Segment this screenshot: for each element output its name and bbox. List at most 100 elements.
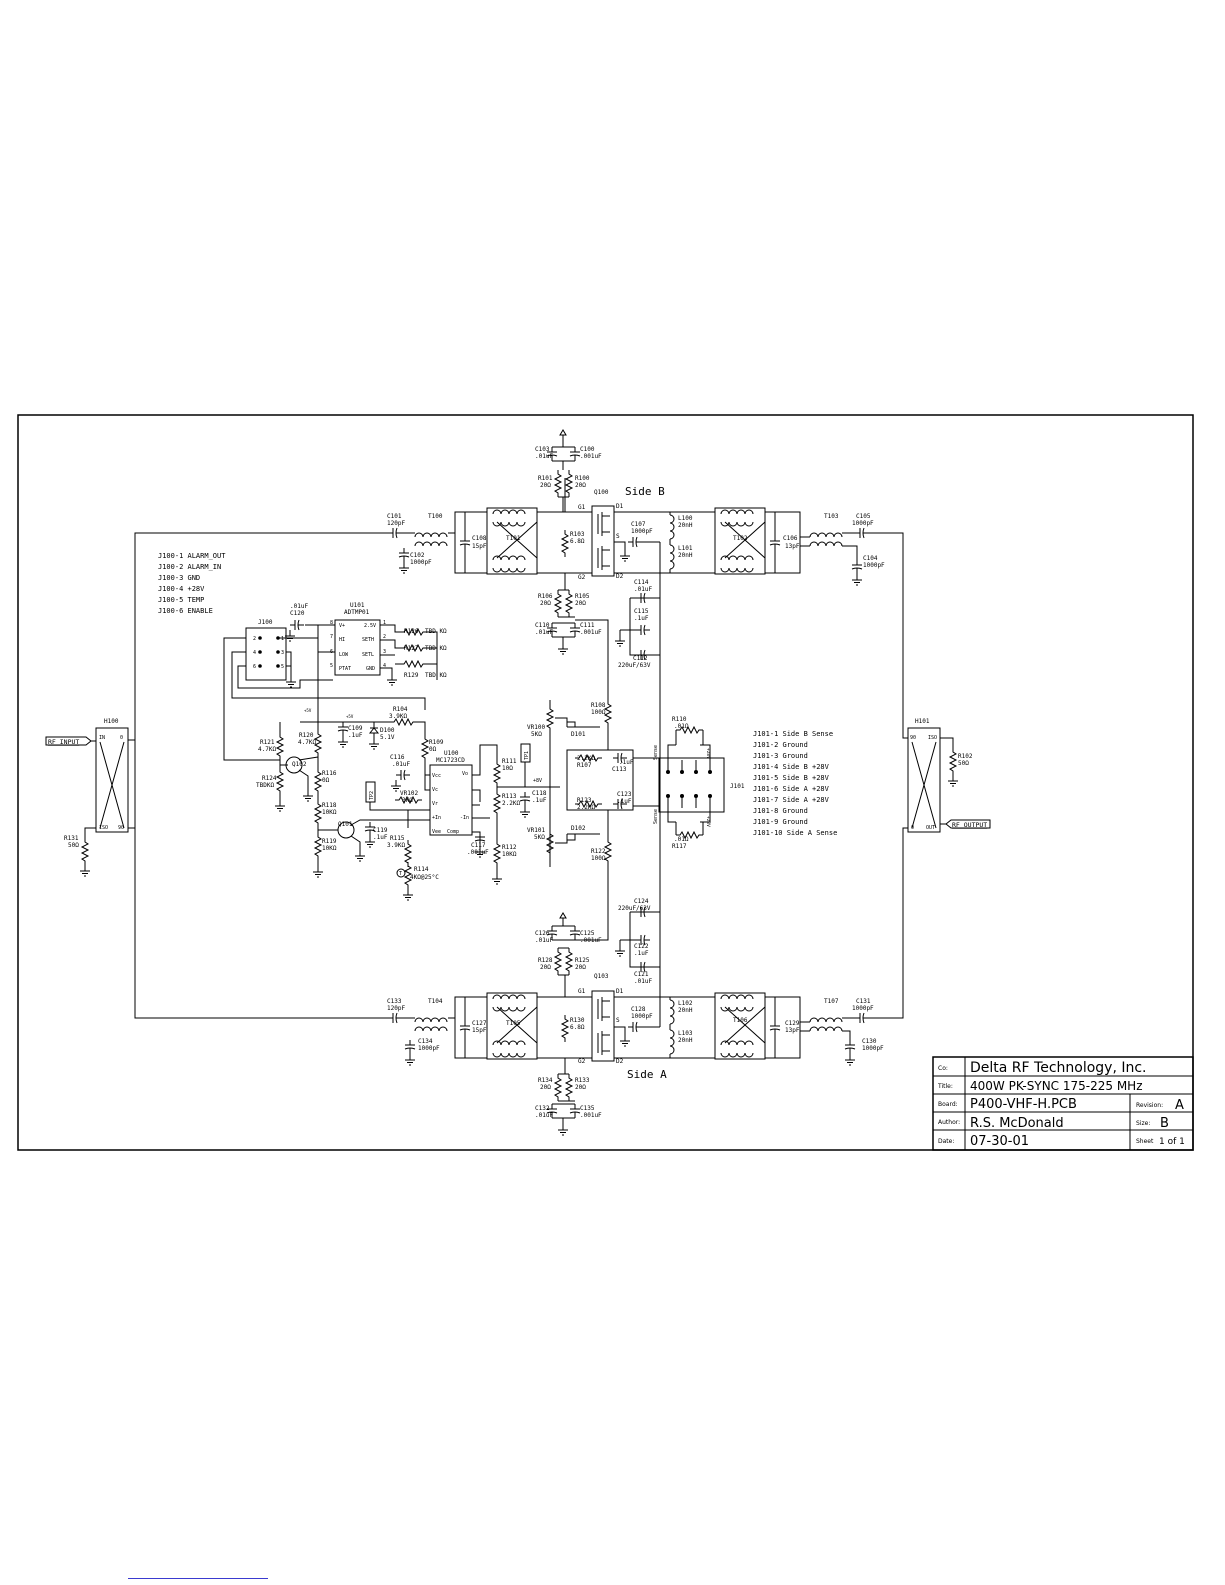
label-hybrids-h100-pin_in: IN [99,735,105,741]
label-bias-c119-1: .1uF [373,834,388,841]
tb-author-label: Author: [938,1119,960,1126]
label-bias-u101_pin_nums-7: 4 [383,663,386,669]
c135-ref: C135 [580,1105,595,1112]
c115-ref: C115 [634,608,649,615]
c129-val: 13pF [785,1027,800,1034]
c103-ref: C103 [535,446,550,453]
r131-val: 50Ω [68,842,79,849]
label-bias-c109-0: C109 [348,725,363,732]
s-bot: S [616,1017,620,1024]
label-bias-d100-1: 5.1V [380,734,395,741]
c104-ref: C104 [863,555,878,562]
tb-title-label: Title: [937,1083,953,1090]
label-bias-r104-0: R104 [393,706,408,713]
label-bias-r112-1: 10KΩ [502,851,517,858]
label-bias-r114-1: 4KΩ@25°C [410,874,439,881]
label-hybrids-h100-pin_0: 0 [120,735,123,741]
d2-top: D2 [616,573,624,580]
tb-board: P400-VHF-H.PCB [970,1097,1077,1112]
d1-top: D1 [616,503,624,510]
label-bias-sense: Sense [653,809,659,824]
label-hybrids-h101-pin_iso: ISO [928,735,937,741]
label-bias-r113-1: 2.2KΩ [502,800,520,807]
label-bias-r122-0: R122 [591,848,606,855]
label-bias-c118-0: C118 [532,790,547,797]
label-bias-u101_pins-1: HI [339,637,345,643]
c112-val: 220uF/63V [618,662,651,669]
d1-bot: D1 [616,988,624,995]
label-bias-u101_pins-4: 2.5V [364,623,376,629]
l103-ref: L103 [678,1030,693,1037]
label-bias-plus5v_b: +5V [304,708,312,713]
label-bias-r117-0: R117 [672,843,687,850]
j100-connector [245,627,287,681]
c128-ref: C128 [631,1006,646,1013]
label-bias-r121-1: 4.7KΩ [258,746,276,753]
c124-ref: C124 [634,898,649,905]
c111-ref: C111 [580,622,595,629]
tb-company-label: Co: [938,1065,948,1072]
label-bias-c120-0: C120 [290,610,305,617]
l100-val: 20nH [678,522,693,529]
label-bias-r110-1: .01Ω [674,723,689,730]
c103-val: .01uF [535,453,553,460]
t100-ref: T100 [428,513,443,520]
r130-val: 6.8Ω [570,1024,585,1031]
l101-ref: L101 [678,545,693,552]
j100-legend: J100-1 ALARM_OUT J100-2 ALARM_IN J100-3 … [158,552,226,615]
label-bias-r115-0: R115 [390,835,405,842]
t103-ref: T103 [824,513,839,520]
l102-val: 20nH [678,1007,693,1014]
c112-ref: C112 [633,655,648,662]
r133-val: 20Ω [575,1084,586,1091]
label-bias-q102: Q102 [292,761,307,768]
label-bias-r118-0: R118 [322,802,337,809]
label-bias-u100_pins-2: Vr [432,801,438,807]
l101-val: 20nH [678,552,693,559]
label-bias-u100-0: U100 [444,750,459,757]
label-bias-c123-0: C123 [617,791,632,798]
tb-title: 400W PK-SYNC 175-225 MHz [970,1079,1143,1093]
label-j101_legend-5: J101-6 Side A +28V [753,785,830,793]
footer-link-underline[interactable] [128,1578,268,1579]
rf-input-port: RF INPUT [45,736,96,746]
label-hybrids-h101-pin_out: OUT [926,825,935,831]
hybrid-h100: H100 IN 0 ISO 90 R131 50Ω [64,718,135,877]
j101-legend: J101-1 Side B Sense J101-2 Ground J101-3… [753,730,837,837]
t101-ref: T101 [506,535,521,542]
label-bias-r110-0: R110 [672,716,687,723]
c115-val: .1uF [634,615,649,622]
r106-ref: R106 [538,593,553,600]
label-bias-r111-0: R111 [502,758,517,765]
c106-val: 13pF [785,543,800,550]
label-bias-r109-1: 0Ω [429,746,437,753]
c108-ref: C108 [472,535,487,542]
label-bias-r115-1: 3.9KΩ [387,842,405,849]
c125-ref: C125 [580,930,595,937]
svg-text:5: 5 [281,664,284,670]
label-j100_legend-3: J100-4 +28V [158,585,205,593]
t102-ref: T102 [733,535,748,542]
label-j101_legend-1: J101-2 Ground [753,741,808,749]
c110-val: .01uF [535,629,553,636]
r128-val: 20Ω [540,964,551,971]
label-bias-vr101-1: 5KΩ [534,834,545,841]
label-hybrids-h101-pin_0: 0 [911,825,914,831]
tb-board-label: Board: [938,1101,958,1108]
label-bias-vr102-1: 3KΩ [402,797,413,804]
label-bias-u101_pins-2: LOW [339,652,349,658]
label-bias-r107-0: R107 [577,762,592,769]
r134-val: 20Ω [540,1084,551,1091]
c121-ref: C121 [634,971,649,978]
c100-val: .001uF [580,453,602,460]
label-bias-u101_pin_nums-0: 8 [330,620,333,626]
tb-company: Delta RF Technology, Inc. [970,1060,1147,1076]
c124-val: 220uF/63V [618,905,651,912]
c108-val: 15pF [472,543,487,550]
label-bias-r119-0: R119 [322,838,337,845]
label-hybrids-h100-pin_iso: ISO [99,825,108,831]
label-bias-plus28v: +28V [705,748,711,759]
tb-size: B [1160,1116,1169,1131]
c107-val: 1000pF [631,528,653,535]
